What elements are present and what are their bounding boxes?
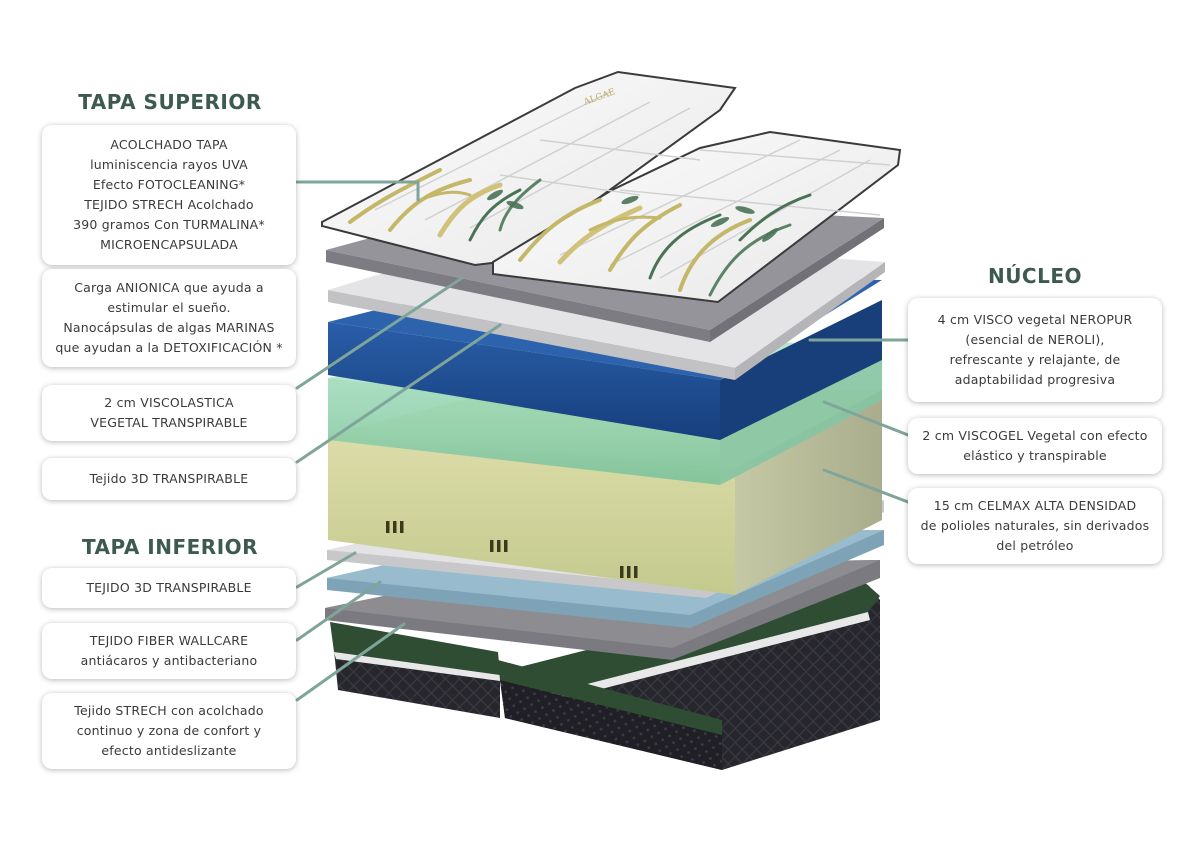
label-line: ACOLCHADO TAPA [110, 137, 228, 152]
label-line: del petróleo [996, 538, 1074, 553]
label-line: 4 cm VISCO vegetal NEROPUR [937, 312, 1133, 327]
label-line: TEJIDO FIBER WALLCARE [89, 633, 249, 648]
label-line: TEJIDO STRECH Acolchado [84, 197, 254, 212]
label-viscogel: 2 cm VISCOGEL Vegetal con efecto elástic… [908, 418, 1162, 474]
label-line: de polioles naturales, sin derivados [920, 518, 1150, 533]
label-line: continuo y zona de confort y [76, 723, 262, 738]
heading-core: NÚCLEO [987, 264, 1083, 288]
label-line: (esencial de NEROLI), [965, 332, 1105, 347]
label-line: 390 gramos Con TURMALINA* [73, 217, 265, 232]
label-line: Tejido 3D TRANSPIRABLE [89, 471, 249, 486]
label-celmax: 15 cm CELMAX ALTA DENSIDAD de polioles n… [908, 488, 1162, 564]
botanical-print-icon [348, 168, 812, 297]
label-line: efecto antideslizante [101, 743, 237, 758]
leader-lines [295, 180, 910, 702]
label-line: TEJIDO 3D TRANSPIRABLE [86, 580, 252, 595]
topper-layer: ALGAE [321, 70, 902, 304]
label-line: luminiscencia rayos UVA [90, 157, 248, 172]
label-line: estimular el sueño. [107, 300, 231, 315]
label-line: refrescante y relajante, de [949, 352, 1121, 367]
label-visco-neropur: 4 cm VISCO vegetal NEROPUR (esencial de … [908, 298, 1162, 402]
label-line: Efecto FOTOCLEANING* [92, 177, 246, 192]
label-line: VEGETAL TRANSPIRABLE [90, 415, 248, 430]
heading-bottom-cover: TAPA INFERIOR [81, 535, 259, 559]
label-line: antiácaros y antibacteriano [80, 653, 258, 668]
label-viscolastica: 2 cm VISCOLASTICA VEGETAL TRANSPIRABLE [42, 385, 296, 441]
label-anionica: Carga ANIONICA que ayuda a estimular el … [42, 269, 296, 367]
label-acolchado: ACOLCHADO TAPA luminiscencia rayos UVA E… [42, 125, 296, 265]
label-line: 2 cm VISCOLASTICA [104, 395, 234, 410]
label-line: adaptabilidad progresiva [954, 372, 1116, 387]
base-cover-layer [330, 580, 880, 770]
label-strech: Tejido STRECH con acolchado continuo y z… [42, 693, 296, 769]
label-line: MICROENCAPSULADA [100, 237, 238, 252]
label-line: Nanocápsulas de algas MARINAS [63, 320, 275, 335]
label-fiber-wallcare: TEJIDO FIBER WALLCARE antiácaros y antib… [42, 623, 296, 679]
heading-top-cover: TAPA SUPERIOR [78, 90, 262, 114]
label-line: Carga ANIONICA que ayuda a [74, 280, 264, 295]
label-line: elástico y transpirable [963, 448, 1107, 463]
label-line: 2 cm VISCOGEL Vegetal con efecto [922, 428, 1148, 443]
label-tejido-3d-top: Tejido 3D TRANSPIRABLE [42, 458, 296, 500]
label-line: Tejido STRECH con acolchado [74, 703, 264, 718]
label-line: que ayudan a la DETOXIFICACIÓN * [55, 340, 283, 355]
label-tejido-3d-bottom: TEJIDO 3D TRANSPIRABLE [42, 568, 296, 608]
label-line: 15 cm CELMAX ALTA DENSIDAD [933, 498, 1137, 513]
